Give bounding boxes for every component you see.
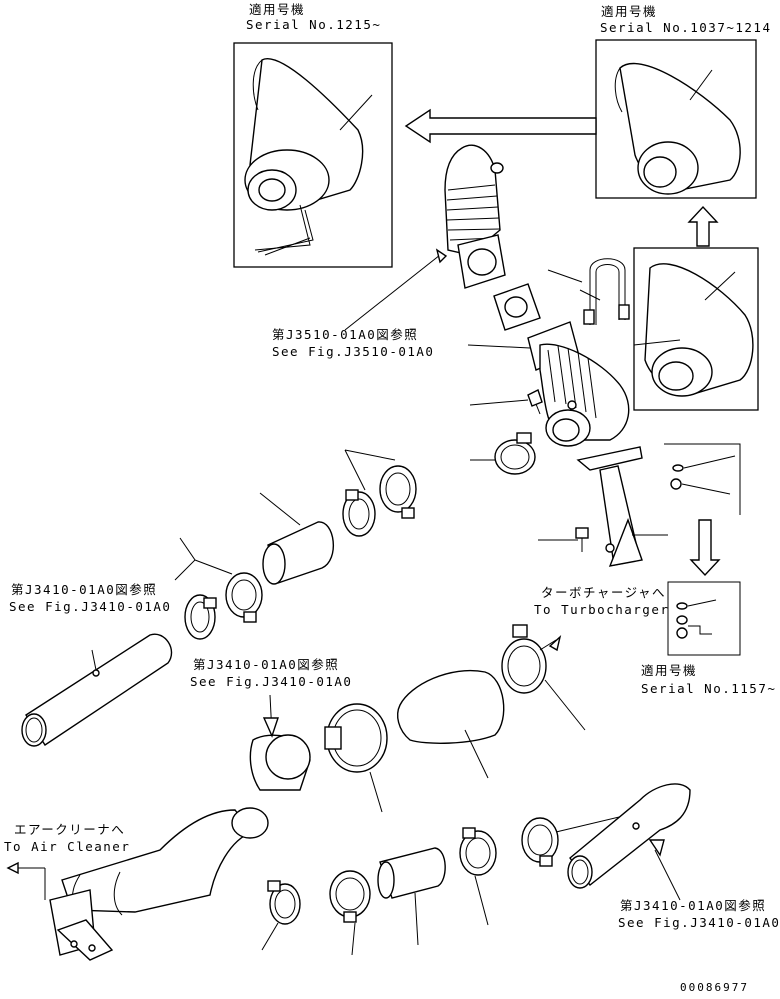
label-top-right-serial: Serial No.1037~1214 (600, 20, 772, 35)
label-bottom-right-serial: Serial No.1157~ (641, 681, 777, 696)
label-turbo-jp: ターボチャージャへ (541, 585, 667, 600)
short-pipe-bottom (377, 847, 446, 946)
label-top-right-applicable: 適用号機 (601, 4, 658, 19)
clamp-turbo (501, 624, 586, 731)
arrow-air-cleaner-icon (6, 861, 46, 900)
u-bolt (583, 258, 630, 325)
label-ref-j3510-en: See Fig.J3510-01A0 (272, 344, 435, 359)
label-ref-j3410-bottom-en: See Fig.J3410-01A0 (618, 915, 780, 930)
inset-serial-1157 (667, 581, 741, 656)
label-ref-j3410-left-jp: 第J3410-01A0図参照 (11, 582, 158, 597)
bolt-small (527, 389, 543, 415)
clamp-middle (324, 703, 388, 813)
inset-muffler-current (633, 247, 759, 411)
upper-bellows-hose (444, 144, 506, 289)
clamp-bottom-1 (261, 880, 301, 951)
large-hose (397, 669, 505, 779)
clamp-pair-left (174, 537, 263, 640)
long-pipe-left (21, 633, 173, 747)
clamp-top (494, 432, 536, 475)
lower-bellows-pipe (527, 321, 630, 447)
clamp-pair-upper (342, 449, 417, 537)
label-ref-j3410-left-en: See Fig.J3410-01A0 (9, 599, 172, 614)
label-ref-j3410-bottom-jp: 第J3410-01A0図参照 (620, 898, 767, 913)
pipe-elbow-bottom-right (567, 783, 691, 901)
bracket (576, 446, 643, 567)
clamp-bottom-2 (329, 870, 371, 956)
inset-serial-1215 (233, 42, 393, 268)
inset-serial-1037-1214 (595, 39, 757, 199)
label-ref-j3510-jp: 第J3510-01A0図参照 (272, 327, 419, 342)
label-top-left-serial: Serial No.1215~ (246, 17, 382, 32)
label-aircleaner-en: To Air Cleaner (4, 839, 131, 854)
arrow-left-icon (404, 108, 597, 144)
arrow-down-icon (689, 519, 721, 577)
short-hose-upper (259, 492, 335, 585)
label-turbo-en: To Turbocharger (534, 602, 670, 617)
arrow-up-icon (687, 205, 719, 247)
bolt-bracket (575, 527, 589, 552)
elbow-to-air-cleaner (49, 807, 269, 961)
leader-j3510 (344, 254, 441, 331)
label-ref-j3410-mid-jp: 第J3410-01A0図参照 (193, 657, 340, 672)
label-top-left-applicable: 適用号機 (249, 2, 306, 17)
label-aircleaner-jp: エアークリーナへ (14, 822, 126, 837)
gasket (493, 283, 541, 331)
clamp-bottom-3 (459, 827, 497, 926)
pipe-segment-middle (249, 694, 311, 791)
label-bottom-right-applicable: 適用号機 (641, 663, 698, 678)
label-ref-j3410-mid-en: See Fig.J3410-01A0 (190, 674, 353, 689)
drawing-number: 00086977 (680, 981, 749, 994)
washer-group (664, 443, 741, 515)
